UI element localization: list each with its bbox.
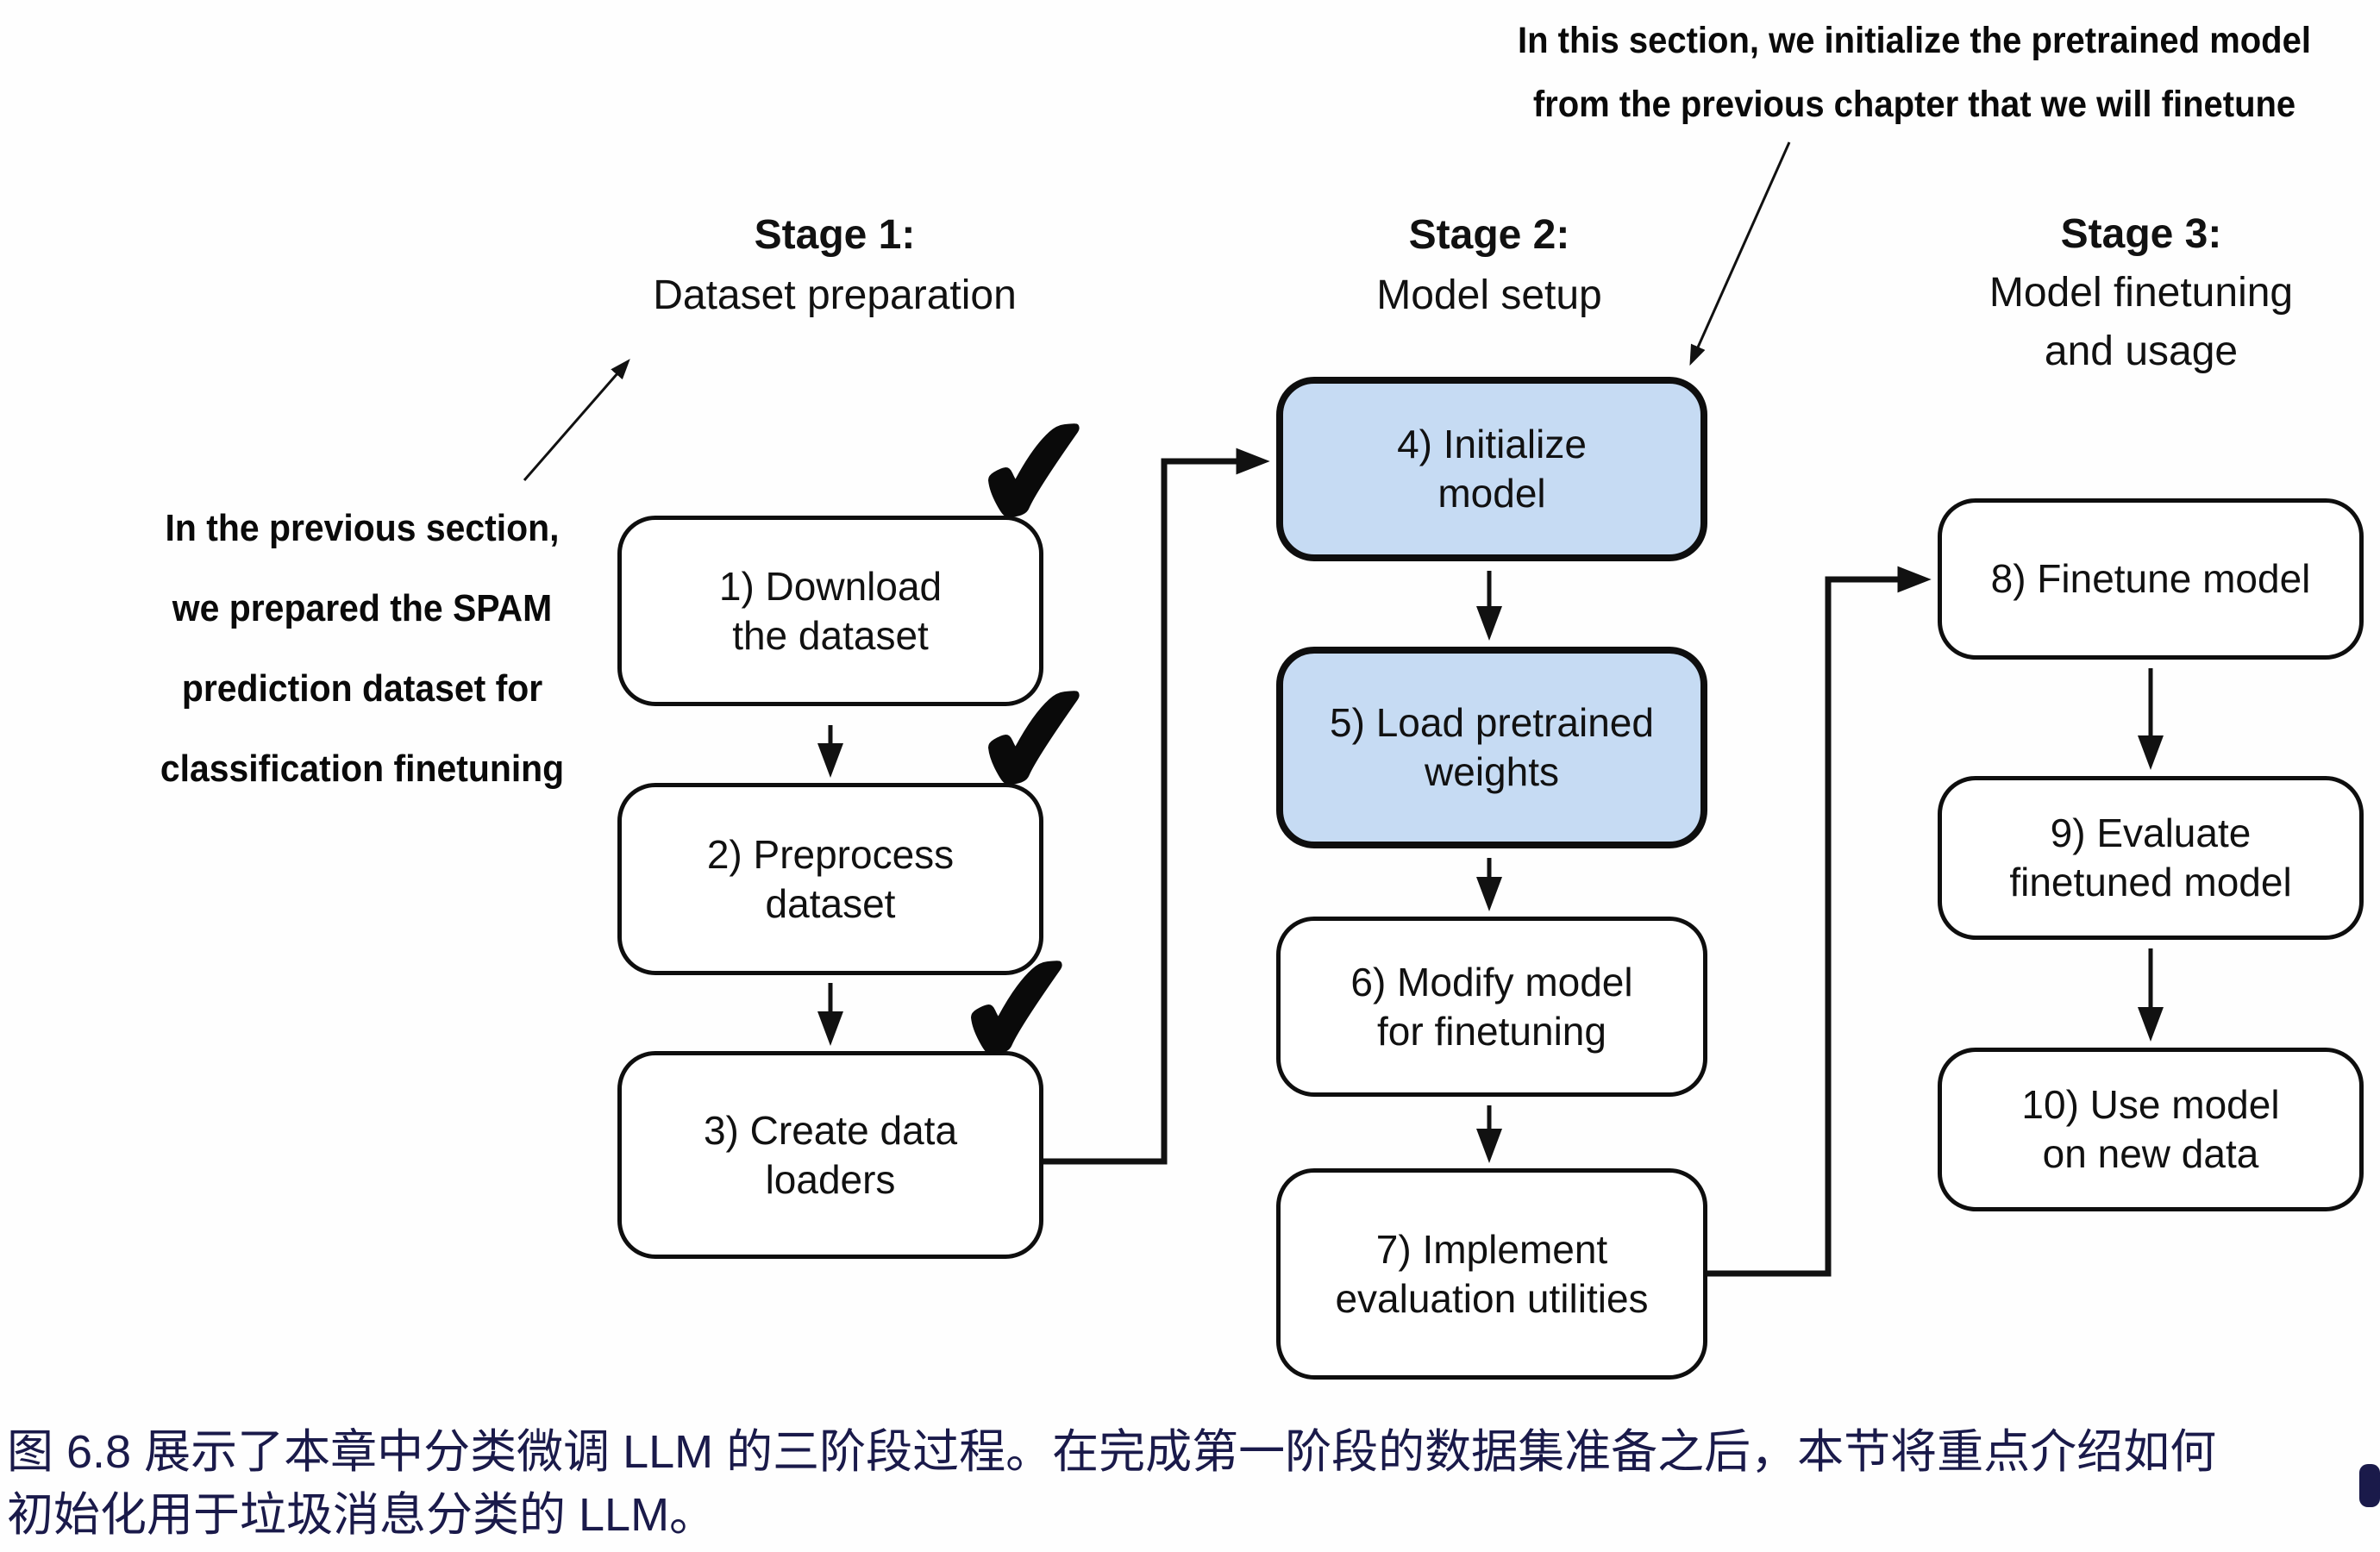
- stage3-header: Stage 3: Model finetuning and usage: [1926, 205, 2357, 381]
- flow-box-finetune-model: 8) Finetune model: [1938, 498, 2364, 660]
- box-label-line: 1) Download: [718, 563, 943, 609]
- box-label-line: 6) Modify model: [1350, 959, 1633, 1004]
- stage3-title: Stage 3:: [2060, 211, 2222, 257]
- figure-caption: 图 6.8 展示了本章中分类微调 LLM 的三阶段过程。在完成第一阶段的数据集准…: [7, 1421, 2374, 1547]
- check-icon: ✔: [964, 383, 1108, 565]
- box-label-line: weights: [1425, 749, 1559, 794]
- left-annotation: In the previous section, we prepared the…: [122, 488, 603, 809]
- connector-box7-box8: [1706, 566, 1932, 1277]
- scrollbar-thumb[interactable]: [2359, 1464, 2380, 1507]
- flow-box-evaluate-finetuned-model: 9) Evaluate finetuned model: [1938, 776, 2364, 940]
- figure-caption-line: 初始化用于垃圾消息分类的 LLM。: [7, 1489, 717, 1541]
- left-annotation-line: In the previous section,: [165, 507, 560, 549]
- box-label-line: for finetuning: [1377, 1008, 1606, 1054]
- box-label-line: evaluation utilities: [1335, 1275, 1649, 1321]
- figure-caption-line: 图 6.8 展示了本章中分类微调 LLM 的三阶段过程。在完成第一阶段的数据集准…: [7, 1426, 2217, 1478]
- box-label-line: 10) Use model: [2021, 1082, 2280, 1127]
- stage2-title: Stage 2:: [1408, 212, 1570, 258]
- box-label-line: 5) Load pretrained: [1330, 700, 1654, 745]
- arrow-top-annotation-to-box4: [1689, 141, 1791, 366]
- left-annotation-line: we prepared the SPAM: [172, 587, 553, 629]
- box-label-line: the dataset: [732, 612, 929, 658]
- box-label-line: 4) Initialize: [1397, 422, 1587, 466]
- stage3-subtitle: and usage: [2044, 329, 2239, 374]
- flow-box-create-data-loaders: 3) Create data loaders: [617, 1051, 1043, 1259]
- box-label-line: on new data: [2042, 1131, 2259, 1176]
- stage1-title: Stage 1:: [754, 212, 916, 258]
- box-label-line: dataset: [765, 880, 896, 926]
- check-icon: ✔: [947, 920, 1091, 1102]
- stage1-header: Stage 1: Dataset preparation: [576, 205, 1093, 326]
- top-annotation-line: from the previous chapter that we will f…: [1532, 84, 2296, 125]
- box-label-line: 8) Finetune model: [1990, 556, 2311, 601]
- check-icon: ✔: [964, 650, 1108, 832]
- flow-box-initialize-model: 4) Initialize model: [1276, 377, 1707, 561]
- box-label-line: 9) Evaluate: [2050, 810, 2252, 855]
- flow-box-implement-evaluation-utilities: 7) Implement evaluation utilities: [1276, 1168, 1707, 1380]
- flow-box-download-dataset: 1) Download the dataset: [617, 516, 1043, 706]
- stage2-header: Stage 2: Model setup: [1231, 205, 1748, 326]
- top-annotation: In this section, we initialize the pretr…: [1465, 9, 2364, 136]
- stage1-subtitle: Dataset preparation: [653, 272, 1017, 318]
- flow-box-load-pretrained-weights: 5) Load pretrained weights: [1276, 647, 1707, 848]
- box-label-line: 2) Preprocess: [706, 831, 955, 877]
- flow-box-modify-model: 6) Modify model for finetuning: [1276, 917, 1707, 1097]
- flow-box-use-model-new-data: 10) Use model on new data: [1938, 1048, 2364, 1211]
- flow-box-preprocess-dataset: 2) Preprocess dataset: [617, 783, 1043, 975]
- left-annotation-line: prediction dataset for: [181, 667, 543, 710]
- top-annotation-line: In this section, we initialize the pretr…: [1518, 20, 2311, 61]
- arrow-left-annotation-to-stage1: [523, 359, 630, 481]
- box-label-line: 7) Implement: [1375, 1226, 1608, 1272]
- box-label-line: model: [1437, 471, 1546, 516]
- box-label-line: finetuned model: [2009, 860, 2292, 904]
- box-label-line: loaders: [765, 1156, 896, 1202]
- connector-box3-box4: [1043, 447, 1270, 1165]
- left-annotation-line: classification finetuning: [160, 748, 565, 790]
- stage2-subtitle: Model setup: [1376, 272, 1602, 318]
- box-label-line: 3) Create data: [703, 1107, 958, 1153]
- stage3-subtitle: Model finetuning: [1989, 270, 2294, 316]
